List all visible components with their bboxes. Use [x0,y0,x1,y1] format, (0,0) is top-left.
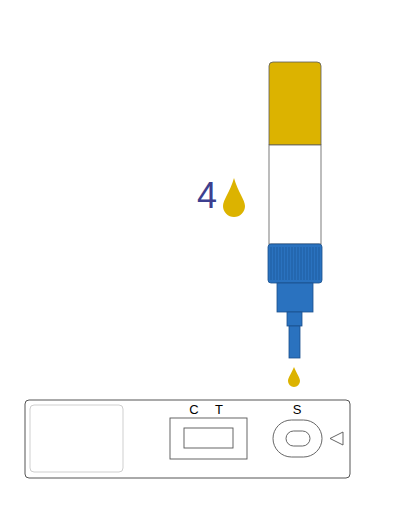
control-line-label: C [189,403,198,416]
drop-icon [223,178,245,217]
knurl-line [316,247,317,280]
knurl-line [283,247,284,280]
knurl-line [286,247,287,280]
test-cassette [25,400,350,478]
knurl-line [271,247,272,280]
knurl-line [277,247,278,280]
knurl-line [295,247,296,280]
knurl-line [301,247,302,280]
sample-well-label: S [293,403,302,416]
knurl-line [292,247,293,280]
knurl-line [289,247,290,280]
knurl-line [319,247,320,280]
callout-number: 4 [197,178,217,214]
test-line-label: T [215,403,223,416]
knurl-line [274,247,275,280]
knurl-line [280,247,281,280]
knurl-line [298,247,299,280]
dropper-bottle [268,62,322,358]
knurl-line [304,247,305,280]
knurl-line [307,247,308,280]
sample-drop [288,367,300,387]
knurl-line [313,247,314,280]
knurl-line [310,247,311,280]
